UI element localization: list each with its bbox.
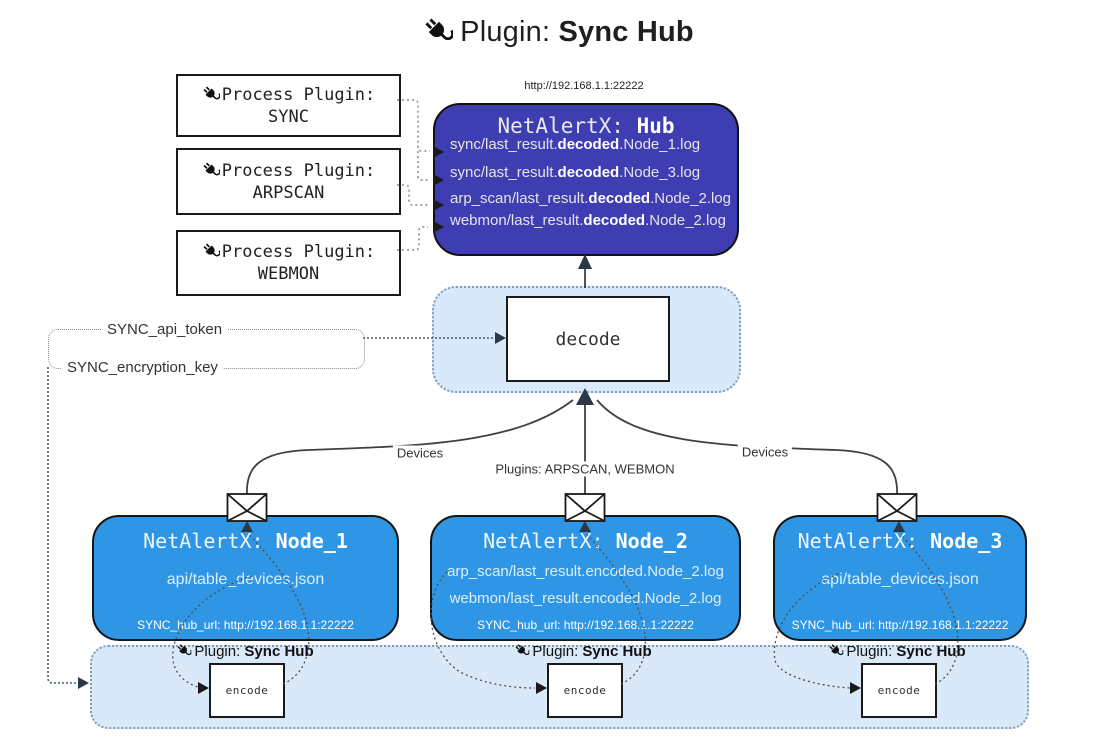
decode-box: decode bbox=[506, 296, 670, 382]
process-plugin-name: SYNC bbox=[268, 106, 309, 127]
hub-log-line: sync/last_result.decoded.Node_1.log bbox=[450, 136, 701, 153]
process-plugin-label: Process Plugin: bbox=[178, 85, 399, 105]
encoder-plugin-label: Plugin: Sync Hub bbox=[514, 643, 652, 660]
title-name: Sync Hub bbox=[558, 16, 694, 48]
node-2-box: NetAlertX: Node_2 arp_scan/last_result.e… bbox=[430, 515, 741, 641]
node-hub-url: SYNC_hub_url: http://192.168.1.1:22222 bbox=[477, 618, 694, 632]
hub-title-prefix: NetAlertX: bbox=[497, 114, 624, 138]
hub-log-line: webmon/last_result.decoded.Node_2.log bbox=[450, 212, 726, 229]
process-plugin-box-sync: Process Plugin: SYNC bbox=[176, 74, 401, 137]
hub-title: NetAlertX: Hub bbox=[435, 114, 737, 138]
process-plugin-box-webmon: Process Plugin: WEBMON bbox=[176, 230, 401, 296]
title-prefix: Plugin: bbox=[460, 16, 551, 48]
plug-icon bbox=[202, 161, 220, 179]
process-plugin-label: Process Plugin: bbox=[178, 161, 399, 181]
process-plugin-text: Process Plugin: bbox=[221, 160, 376, 181]
plug-icon bbox=[423, 16, 453, 46]
node-hub-url: SYNC_hub_url: http://192.168.1.1:22222 bbox=[791, 618, 1009, 632]
node-title: NetAlertX: Node_1 bbox=[143, 529, 348, 553]
edge-label-devices-left: Devices bbox=[392, 445, 448, 461]
node-file: webmon/last_result.encoded.Node_2.log bbox=[449, 590, 722, 607]
process-plugin-label: Process Plugin: bbox=[178, 242, 399, 262]
node-file: arp_scan/last_result.encoded.Node_2.log bbox=[447, 563, 724, 580]
sync-encryption-key-label: SYNC_encryption_key bbox=[62, 359, 223, 376]
hub-title-name: Hub bbox=[636, 114, 675, 138]
plug-icon bbox=[514, 643, 529, 658]
process-plugin-text: Process Plugin: bbox=[221, 242, 376, 262]
plug-icon bbox=[828, 643, 843, 658]
edge-label-devices-right: Devices bbox=[737, 444, 793, 460]
node-title: NetAlertX: Node_3 bbox=[797, 529, 1003, 553]
node-to-decode-edges bbox=[246, 388, 898, 495]
process-plugin-name: ARPSCAN bbox=[252, 182, 325, 203]
process-plugin-name: WEBMON bbox=[257, 264, 320, 284]
hub-url-label: http://192.168.1.1:22222 bbox=[524, 80, 644, 92]
node-hub-url: SYNC_hub_url: http://192.168.1.1:22222 bbox=[137, 618, 354, 632]
node-title: NetAlertX: Node_2 bbox=[483, 529, 688, 553]
hub-box: NetAlertX: Hub sync/last_result.decoded.… bbox=[433, 103, 739, 256]
settings-to-encoders-arrow bbox=[47, 367, 89, 689]
node-3-box: NetAlertX: Node_3 api/table_devices.json… bbox=[773, 515, 1027, 641]
process-plugin-box-arpscan: Process Plugin: ARPSCAN bbox=[176, 148, 401, 215]
plug-icon bbox=[176, 643, 191, 658]
sync-api-token-label: SYNC_api_token bbox=[102, 321, 228, 338]
hub-log-line: sync/last_result.decoded.Node_3.log bbox=[450, 164, 701, 181]
edge-label-plugins: Plugins: ARPSCAN, WEBMON bbox=[491, 461, 679, 477]
node-file: api/table_devices.json bbox=[821, 571, 979, 588]
encode-box: encode bbox=[547, 663, 623, 718]
encode-box: encode bbox=[209, 663, 285, 718]
plug-icon bbox=[202, 85, 220, 103]
plug-icon bbox=[202, 242, 220, 260]
node-file: api/table_devices.json bbox=[166, 571, 325, 588]
process-plugin-text: Process Plugin: bbox=[221, 84, 376, 105]
hub-log-line: arp_scan/last_result.decoded.Node_2.log bbox=[450, 190, 731, 207]
encoder-plugin-label: Plugin: Sync Hub bbox=[828, 643, 966, 660]
encoder-plugin-label: Plugin: Sync Hub bbox=[176, 643, 314, 660]
decode-to-hub-arrow bbox=[578, 254, 592, 288]
page-title: Plugin: Sync Hub bbox=[0, 16, 1117, 49]
node-1-box: NetAlertX: Node_1 api/table_devices.json… bbox=[92, 515, 399, 641]
encode-box: encode bbox=[861, 663, 937, 718]
